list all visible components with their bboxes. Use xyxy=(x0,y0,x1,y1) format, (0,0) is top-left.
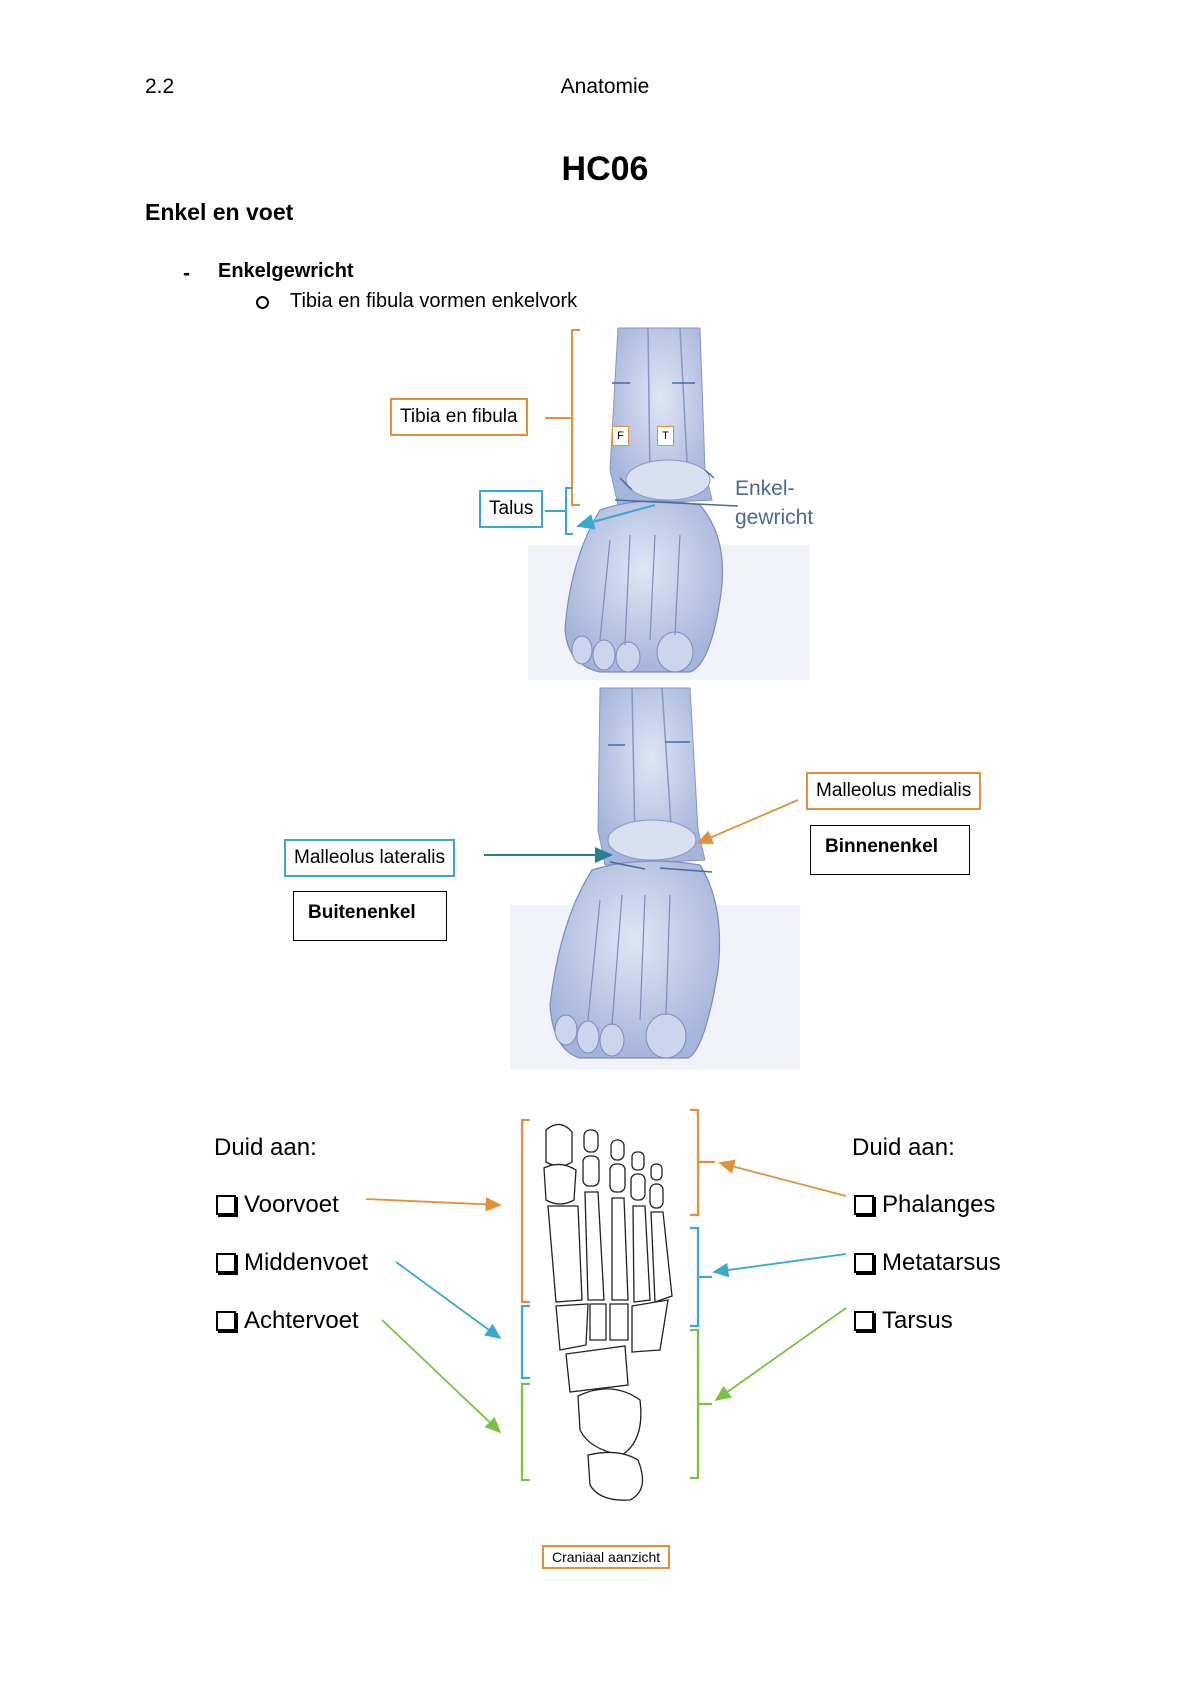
label-tibia-en-fibula: Tibia en fibula xyxy=(390,398,528,436)
checkbox-tarsus[interactable]: Tarsus xyxy=(854,1307,953,1335)
label-malleolus-lateralis: Malleolus lateralis xyxy=(284,839,456,877)
checkbox-label: Phalanges xyxy=(882,1191,996,1218)
checkbox-phalanges[interactable]: Phalanges xyxy=(854,1191,995,1219)
label-binnenenkel: Binnenenkel xyxy=(810,825,970,875)
checkbox-icon[interactable] xyxy=(854,1311,874,1331)
left-instruction-heading: Duid aan: xyxy=(214,1134,317,1161)
checkbox-metatarsus[interactable]: Metatarsus xyxy=(854,1249,1001,1277)
checkbox-icon[interactable] xyxy=(854,1253,874,1273)
label-malleolus-medialis: Malleolus medialis xyxy=(806,772,982,810)
section-heading: Enkel en voet xyxy=(145,199,294,225)
right-instruction-heading: Duid aan: xyxy=(852,1134,955,1161)
bullet-dash: - xyxy=(183,262,190,285)
checkbox-label: Metatarsus xyxy=(882,1249,1001,1276)
checkbox-icon[interactable] xyxy=(216,1253,236,1273)
label-enkelgewricht-line2: gewricht xyxy=(735,506,814,529)
label-enkelgewricht-line1: Enkel- xyxy=(735,477,795,500)
bullet-circle-icon xyxy=(256,296,269,309)
bullet-enkelvork: Tibia en fibula vormen enkelvork xyxy=(290,290,578,312)
checkbox-middenvoet[interactable]: Middenvoet xyxy=(216,1249,368,1277)
page-title: HC06 xyxy=(561,150,649,188)
figure-caption: Craniaal aanzicht xyxy=(542,1545,671,1569)
checkbox-achtervoet[interactable]: Achtervoet xyxy=(216,1307,359,1335)
bullet-enkelgewricht: Enkelgewricht xyxy=(218,260,354,282)
checkbox-label: Achtervoet xyxy=(244,1307,359,1334)
header-course-title: Anatomie xyxy=(560,75,650,98)
checkbox-label: Middenvoet xyxy=(244,1249,369,1276)
foot-bones-image-front-2 xyxy=(510,687,800,1070)
foot-bones-image-front-1 xyxy=(528,327,810,680)
foot-skeleton-cranial-view xyxy=(543,1123,673,1501)
label-talus: Talus xyxy=(479,490,544,528)
checkbox-label: Voorvoet xyxy=(244,1191,339,1218)
marker-tibia: T xyxy=(657,426,674,446)
checkbox-voorvoet[interactable]: Voorvoet xyxy=(216,1191,339,1219)
checkbox-icon[interactable] xyxy=(216,1311,236,1331)
checkbox-icon[interactable] xyxy=(854,1195,874,1215)
checkbox-label: Tarsus xyxy=(882,1307,953,1334)
checkbox-icon[interactable] xyxy=(216,1195,236,1215)
label-buitenenkel: Buitenenkel xyxy=(293,891,447,941)
marker-fibula: F xyxy=(612,426,629,446)
header-section-number: 2.2 xyxy=(145,75,175,98)
